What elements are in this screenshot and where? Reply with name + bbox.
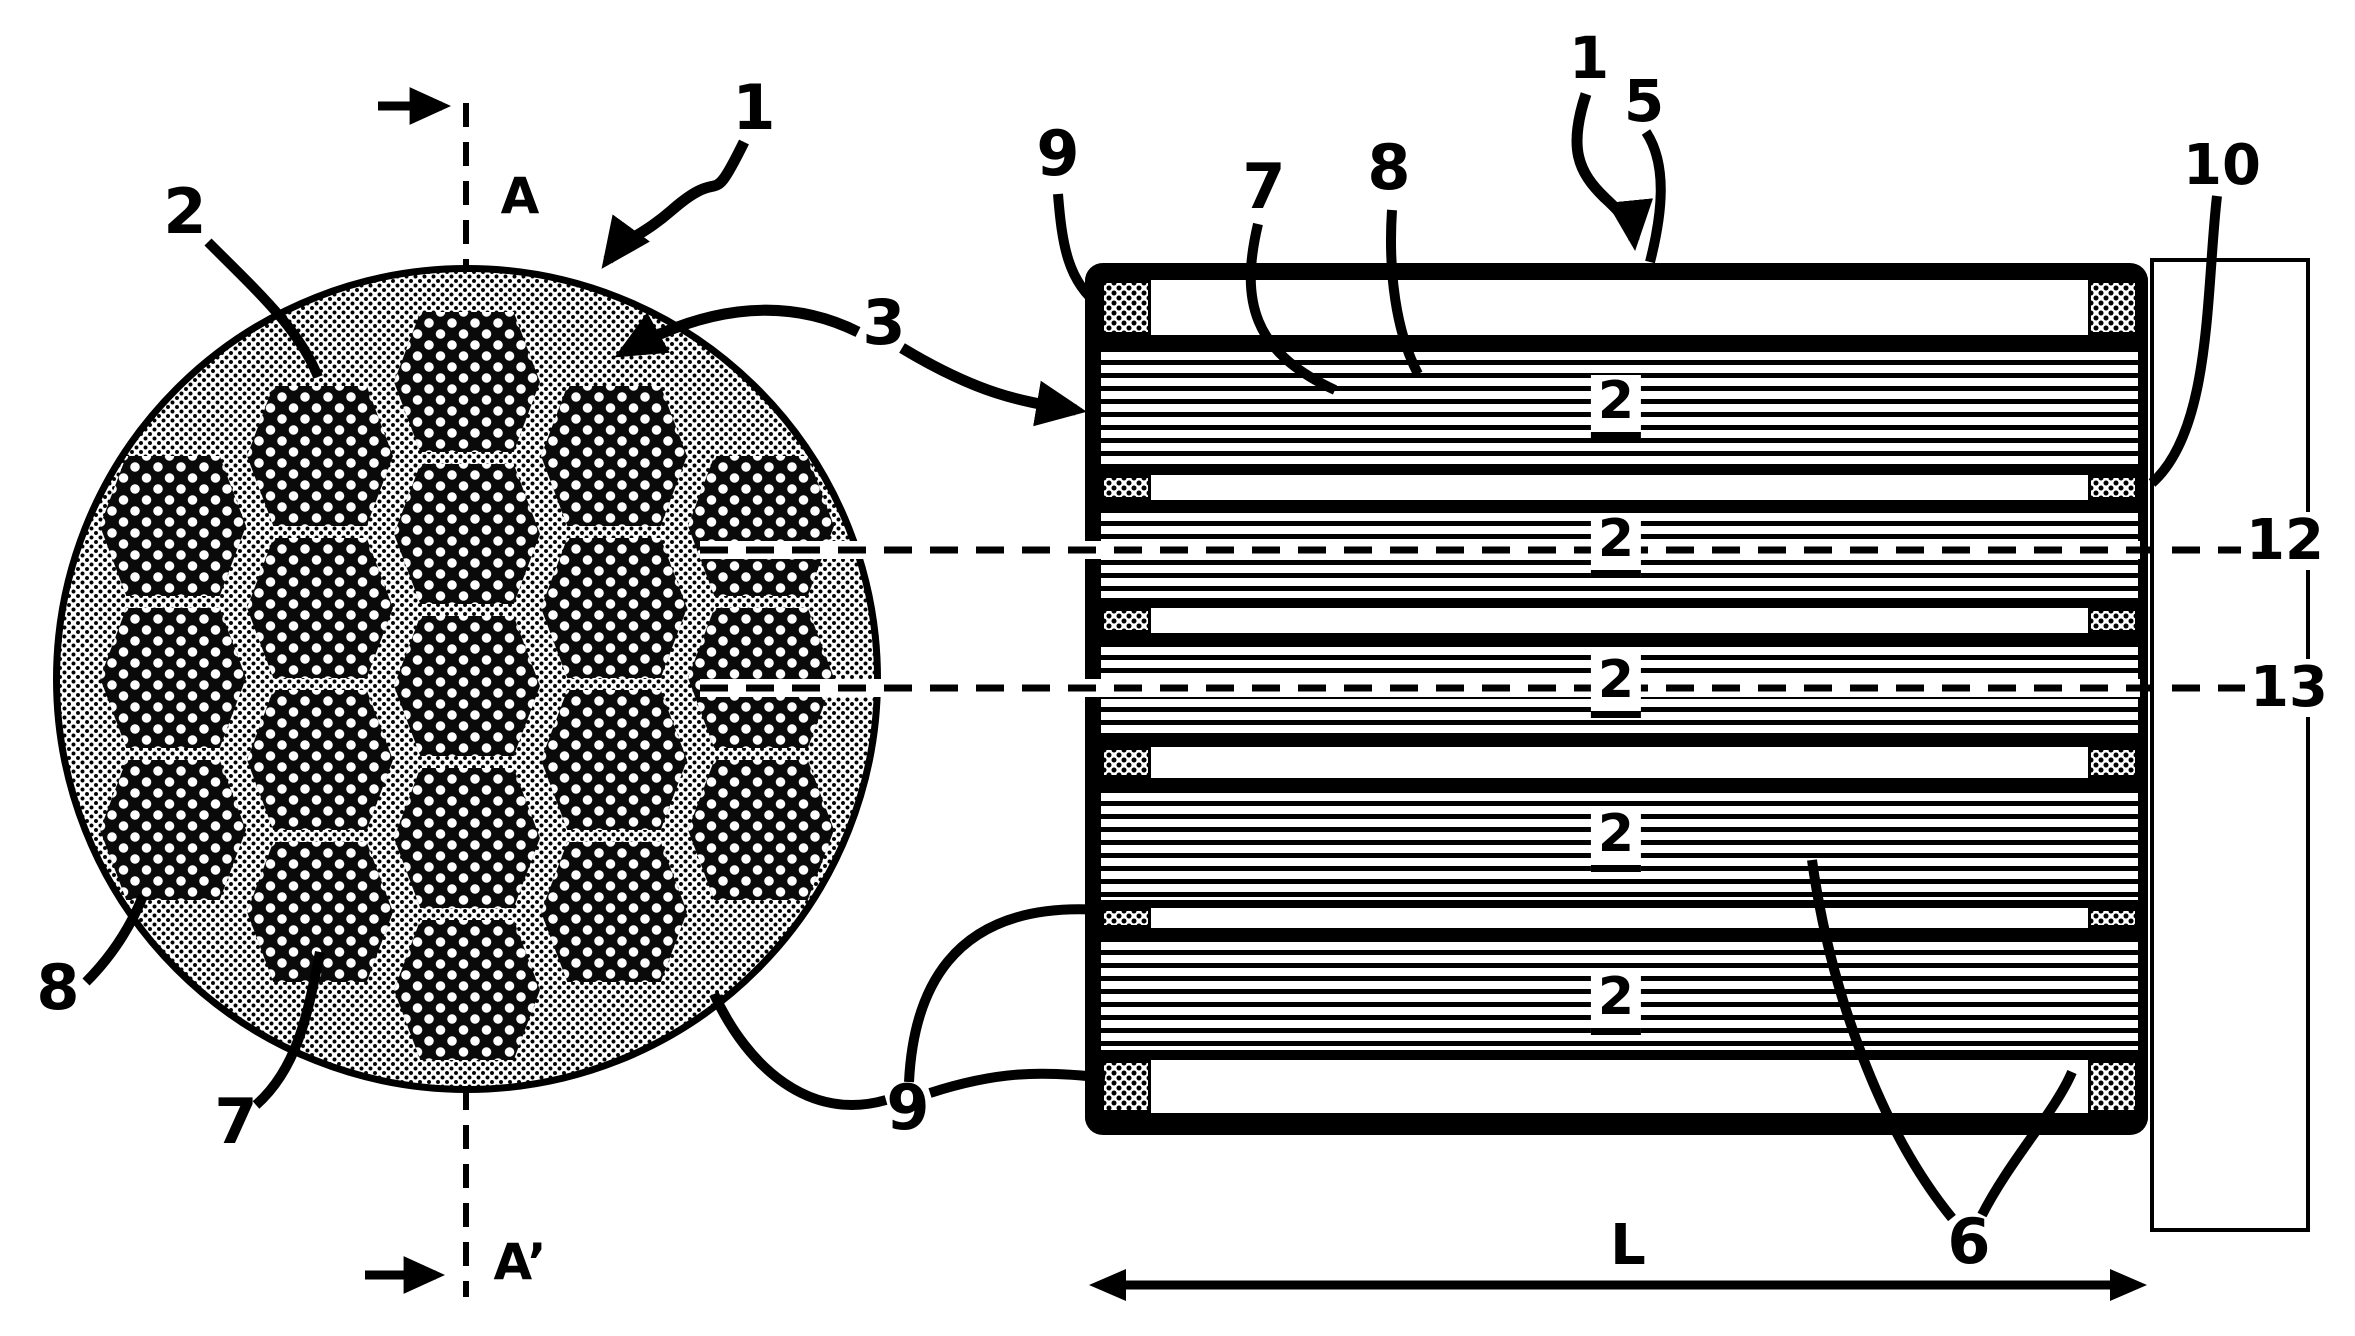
partition-wall-6 [1085,500,2148,508]
slit-5-plug-left [1101,908,1151,928]
label-5: 5 [1623,67,1665,135]
label-section-A-prime: A’ [493,1233,547,1291]
label-8-right: 8 [1367,131,1411,204]
slit-2 [1101,475,2138,500]
dimension-arrowhead-right [2110,1269,2147,1301]
honeycomb-segment-hexagon-c5r1 [688,456,834,596]
slit-4-plug-right [2088,747,2138,778]
leader-9-slit6 [928,1068,1106,1098]
leader-9-rim [709,991,888,1110]
label-2-band4: 2 [1590,808,1642,872]
outer-wall-left-face [1085,263,1101,1135]
honeycomb-segment-hexagon-c1r2 [100,608,246,748]
label-10: 10 [2183,133,2261,198]
slit-1 [1101,280,2138,335]
partition-wall-4 [1085,465,2148,475]
label-2-band2: 2 [1590,513,1642,577]
label-2-left: 2 [163,175,207,248]
slit-6-plug-left [1101,1060,1151,1113]
label-section-A: A [500,167,540,225]
label-9-bottom: 9 [886,1071,930,1144]
label-2-band5: 2 [1590,971,1642,1035]
slit-5 [1101,908,2138,928]
slit-4-plug-left [1101,747,1151,778]
slit-3 [1101,608,2138,633]
partition-wall-20 [1085,1050,2148,1060]
honeycomb-segment-hexagon-c2r4 [247,842,393,982]
honeycomb-segment-hexagon-c5r2 [688,608,834,748]
honeycomb-segment-hexagon-c5r3 [688,760,834,900]
honeycomb-segment-hexagon-c3r5 [394,920,540,1060]
slit-6 [1101,1060,2138,1113]
leader-9-slit5 [904,904,1101,1083]
slit-6-plug-right [2088,1060,2138,1113]
partition-wall-16 [1085,900,2148,908]
slit-1-plug-right [2088,280,2138,335]
partition-wall-22 [1085,1113,2148,1135]
label-1-left: 1 [732,71,776,144]
honeycomb-segment-hexagon-c4r1 [541,386,687,526]
partition-wall-2 [1085,335,2148,347]
leader-5 [1641,129,1666,264]
honeycomb-end-face-circle [53,265,881,1093]
label-12: 12 [2241,512,2329,570]
honeycomb-segment-hexagon-c4r4 [541,842,687,982]
slit-1-plug-left [1101,280,1151,335]
partition-wall-8 [1085,598,2148,608]
partition-wall-18 [1085,928,2148,937]
honeycomb-segment-hexagon-c1r3 [100,760,246,900]
slit-2-plug-right [2088,475,2138,500]
label-7-left: 7 [214,1085,258,1158]
honeycomb-segment-hexagon-c1r1 [100,456,246,596]
honeycomb-segment-hexagon-c3r3 [394,616,540,756]
honeycomb-segment-hexagon-c2r1 [247,386,393,526]
label-7-right: 7 [1242,150,1286,223]
honeycomb-segment-hexagon-c4r2 [541,538,687,678]
leader-1-left [601,139,749,269]
slit-3-plug-left [1101,608,1151,633]
label-1-right: 1 [1568,24,1610,92]
partition-wall-0 [1085,263,2148,280]
label-8-left: 8 [36,951,80,1024]
partition-wall-10 [1085,633,2148,642]
honeycomb-segment-hexagon-c4r3 [541,690,687,830]
label-13: 13 [2245,659,2333,717]
label-6: 6 [1947,1205,1991,1278]
honeycomb-segment-hexagon-c2r3 [247,690,393,830]
slit-4 [1101,747,2138,778]
label-2-band1: 2 [1590,375,1642,439]
label-9-top: 9 [1036,117,1080,190]
honeycomb-segment-hexagon-c2r2 [247,538,393,678]
slit-5-plug-right [2088,908,2138,928]
honeycomb-segment-hexagon-c3r2 [394,464,540,604]
partition-wall-14 [1085,778,2148,788]
slit-2-plug-left [1101,475,1151,500]
slit-3-plug-right [2088,608,2138,633]
dimension-arrowhead-left [1089,1269,1126,1301]
label-3: 3 [862,286,906,359]
label-2-band3: 2 [1590,654,1642,718]
leader-3-structure [899,343,1087,427]
partition-wall-12 [1085,737,2148,747]
honeycomb-segment-hexagon-c3r1 [394,312,540,452]
honeycomb-segment-hexagon-c3r4 [394,768,540,908]
end-plate-rectangle [2150,258,2310,1232]
outer-wall-right-face [2138,263,2148,1135]
label-L: L [1605,1217,1651,1275]
